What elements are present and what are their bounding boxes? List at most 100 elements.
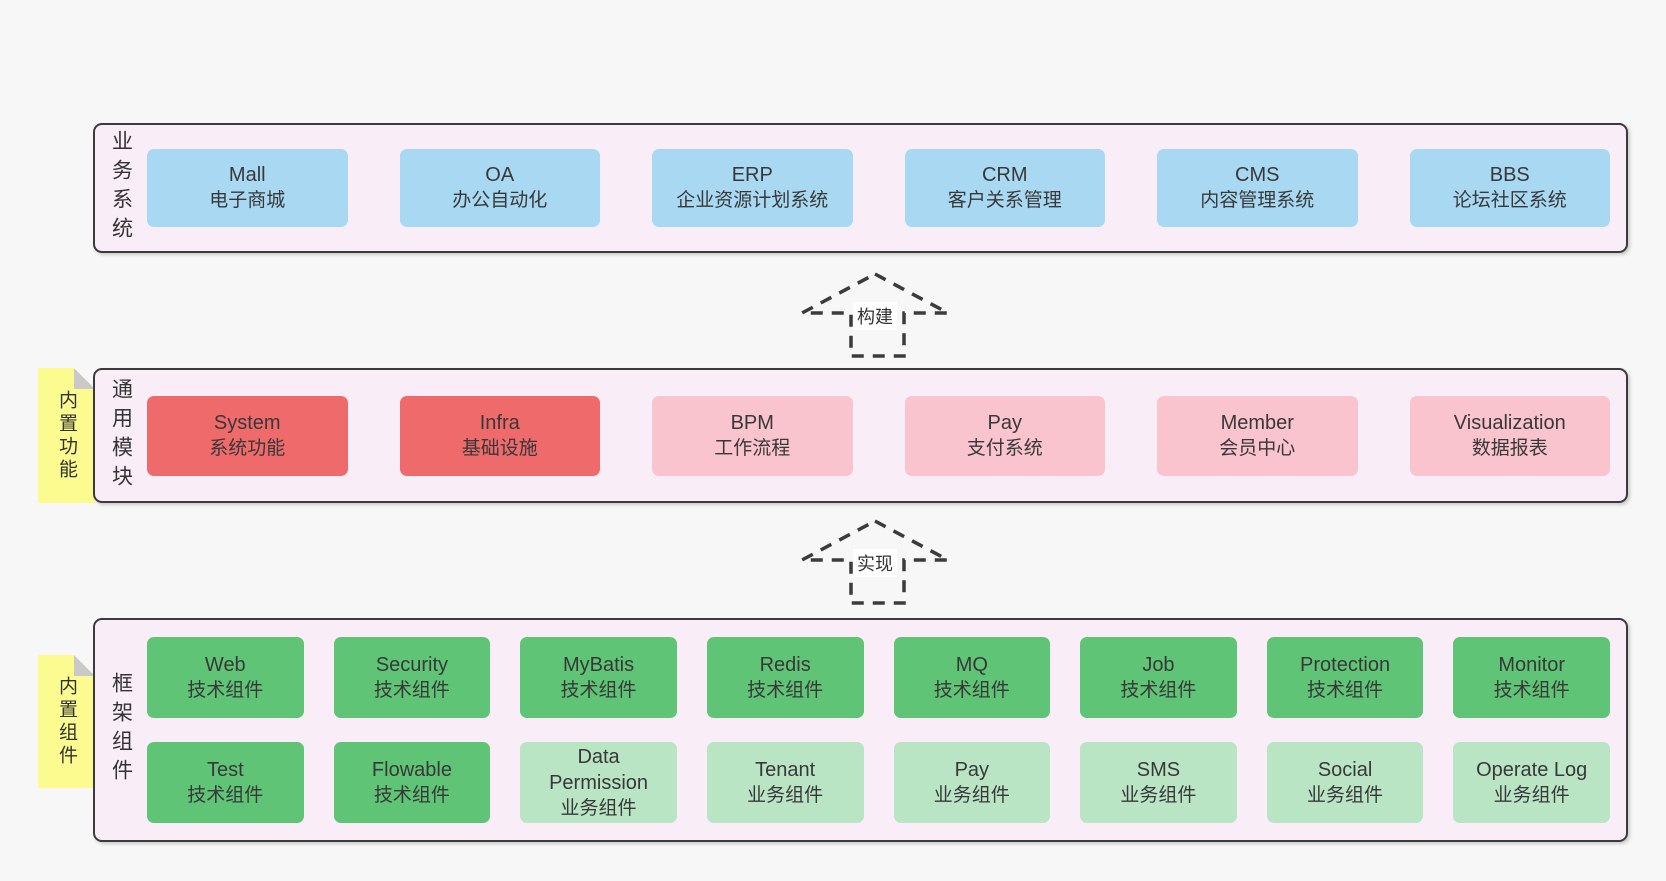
box-title: Visualization — [1453, 411, 1566, 434]
layer-title: 通用模块 — [109, 377, 133, 494]
dashed-up-arrow-icon — [801, 519, 949, 605]
box-title: Security — [375, 653, 449, 676]
note-fold-corner — [74, 655, 95, 676]
box-subtitle: 业务组件 — [560, 797, 637, 819]
box-title: OA — [485, 164, 515, 186]
box-mybatis: MyBatis 技术组件 — [520, 637, 677, 718]
box-title: System — [213, 411, 281, 434]
box-test: Test 技术组件 — [147, 742, 304, 823]
box-subtitle: 客户关系管理 — [947, 190, 1062, 211]
layer-title: 框架组件 — [109, 672, 133, 788]
box-title: BPM — [730, 411, 774, 434]
box-title: Pay — [987, 411, 1022, 434]
box-social: Social 业务组件 — [1266, 742, 1424, 823]
box-data-permission: Data Permission 业务组件 — [520, 742, 677, 823]
box-oa: OA 办公自动化 — [399, 149, 600, 227]
note-text: 内置组件 — [56, 675, 77, 768]
box-title: MQ — [955, 653, 988, 676]
box-pay-component: Pay 业务组件 — [893, 742, 1051, 823]
box-monitor: Monitor 技术组件 — [1453, 637, 1610, 718]
box-subtitle: 数据报表 — [1471, 437, 1548, 459]
box-title: Pay — [954, 758, 990, 781]
box-title: Job — [1142, 653, 1175, 676]
box-erp: ERP 企业资源计划系统 — [652, 149, 853, 227]
box-title: Member — [1220, 411, 1294, 434]
box-subtitle: 技术组件 — [560, 679, 637, 701]
box-subtitle: 论坛社区系统 — [1452, 190, 1567, 211]
box-bpm: BPM 工作流程 — [652, 395, 853, 476]
box-infra: Infra 基础设施 — [399, 395, 600, 476]
box-subtitle: 技术组件 — [1120, 679, 1197, 701]
arrow-build: 构建 — [800, 272, 950, 358]
arrow-label: 构建 — [853, 302, 897, 330]
box-subtitle: 基础设施 — [461, 437, 538, 459]
box-title: CMS — [1235, 164, 1280, 186]
box-subtitle: 技术组件 — [187, 679, 264, 701]
layer-business-systems: 业务系统 Mall 电子商城 OA 办公自动化 ERP 企业资源计划系统 CRM… — [93, 123, 1628, 253]
box-job: Job 技术组件 — [1080, 637, 1237, 718]
box-flowable: Flowable 技术组件 — [333, 742, 491, 823]
box-title: Infra — [479, 411, 520, 434]
box-cms: CMS 内容管理系统 — [1157, 149, 1358, 227]
box-subtitle: 会员中心 — [1219, 437, 1296, 459]
box-operate-log: Operate Log 业务组件 — [1453, 742, 1610, 823]
box-subtitle: 业务组件 — [933, 784, 1010, 806]
box-subtitle: 企业资源计划系统 — [676, 190, 829, 211]
box-system: System 系统功能 — [147, 395, 348, 476]
box-web: Web 技术组件 — [147, 637, 304, 718]
layer-label-zone: 业务系统 — [95, 130, 147, 246]
box-subtitle: 支付系统 — [966, 437, 1043, 459]
box-bbs: BBS 论坛社区系统 — [1409, 149, 1610, 227]
box-subtitle: 业务组件 — [747, 784, 824, 806]
box-title: Protection — [1300, 653, 1391, 676]
box-pay: Pay 支付系统 — [904, 395, 1105, 476]
sticky-note-builtin-components: 内置组件 — [38, 655, 95, 788]
framework-rows: Web 技术组件 Security 技术组件 MyBatis 技术组件 Redi… — [147, 637, 1610, 823]
framework-box-row-1: Web 技术组件 Security 技术组件 MyBatis 技术组件 Redi… — [147, 637, 1610, 718]
layer-common-modules: 通用模块 System 系统功能 Infra 基础设施 BPM 工作流程 Pay… — [93, 368, 1628, 503]
box-title: Monitor — [1498, 653, 1566, 676]
framework-box-row-2: Test 技术组件 Flowable 技术组件 Data Permission … — [147, 742, 1610, 823]
box-mq: MQ 技术组件 — [893, 637, 1051, 718]
box-title: CRM — [981, 164, 1028, 186]
box-protection: Protection 技术组件 — [1266, 637, 1424, 718]
note-fold-corner — [74, 368, 95, 389]
box-subtitle: 电子商城 — [209, 190, 286, 211]
box-title: SMS — [1136, 758, 1181, 781]
box-tenant: Tenant 业务组件 — [706, 742, 864, 823]
dashed-up-arrow-icon — [801, 272, 949, 358]
box-subtitle: 业务组件 — [1493, 784, 1570, 806]
box-title: BBS — [1489, 164, 1530, 186]
layer-label-zone: 通用模块 — [95, 378, 147, 494]
box-title: Flowable — [371, 758, 452, 781]
box-sms: SMS 业务组件 — [1080, 742, 1237, 823]
box-title: Tenant — [755, 758, 816, 781]
box-subtitle: 技术组件 — [373, 784, 450, 806]
box-redis: Redis 技术组件 — [706, 637, 864, 718]
box-visualization: Visualization 数据报表 — [1409, 395, 1610, 476]
box-subtitle: 技术组件 — [187, 784, 264, 806]
box-subtitle: 技术组件 — [1307, 679, 1384, 701]
note-text: 内置功能 — [56, 389, 77, 482]
box-title: Social — [1317, 758, 1373, 781]
box-crm: CRM 客户关系管理 — [904, 149, 1105, 227]
box-security: Security 技术组件 — [333, 637, 491, 718]
box-title: Mall — [228, 164, 266, 186]
box-subtitle: 技术组件 — [933, 679, 1010, 701]
box-title: MyBatis — [563, 653, 635, 676]
modules-box-row: System 系统功能 Infra 基础设施 BPM 工作流程 Pay 支付系统… — [147, 395, 1610, 476]
layer-label-zone: 框架组件 — [95, 672, 147, 788]
layer-title: 业务系统 — [109, 130, 133, 246]
box-subtitle: 系统功能 — [209, 437, 286, 459]
box-subtitle: 工作流程 — [714, 437, 791, 459]
box-subtitle: 办公自动化 — [452, 190, 548, 211]
box-title: Test — [206, 758, 244, 781]
box-title: Web — [204, 653, 246, 676]
arrow-implement: 实现 — [800, 519, 950, 605]
box-subtitle: 技术组件 — [373, 679, 450, 701]
box-title: Operate Log — [1476, 758, 1588, 781]
arrow-label: 实现 — [853, 549, 897, 577]
box-title: Data Permission — [549, 745, 649, 794]
business-box-row: Mall 电子商城 OA 办公自动化 ERP 企业资源计划系统 CRM 客户关系… — [147, 149, 1610, 227]
layer-framework-components: 框架组件 Web 技术组件 Security 技术组件 MyBatis 技术组件… — [93, 618, 1628, 842]
